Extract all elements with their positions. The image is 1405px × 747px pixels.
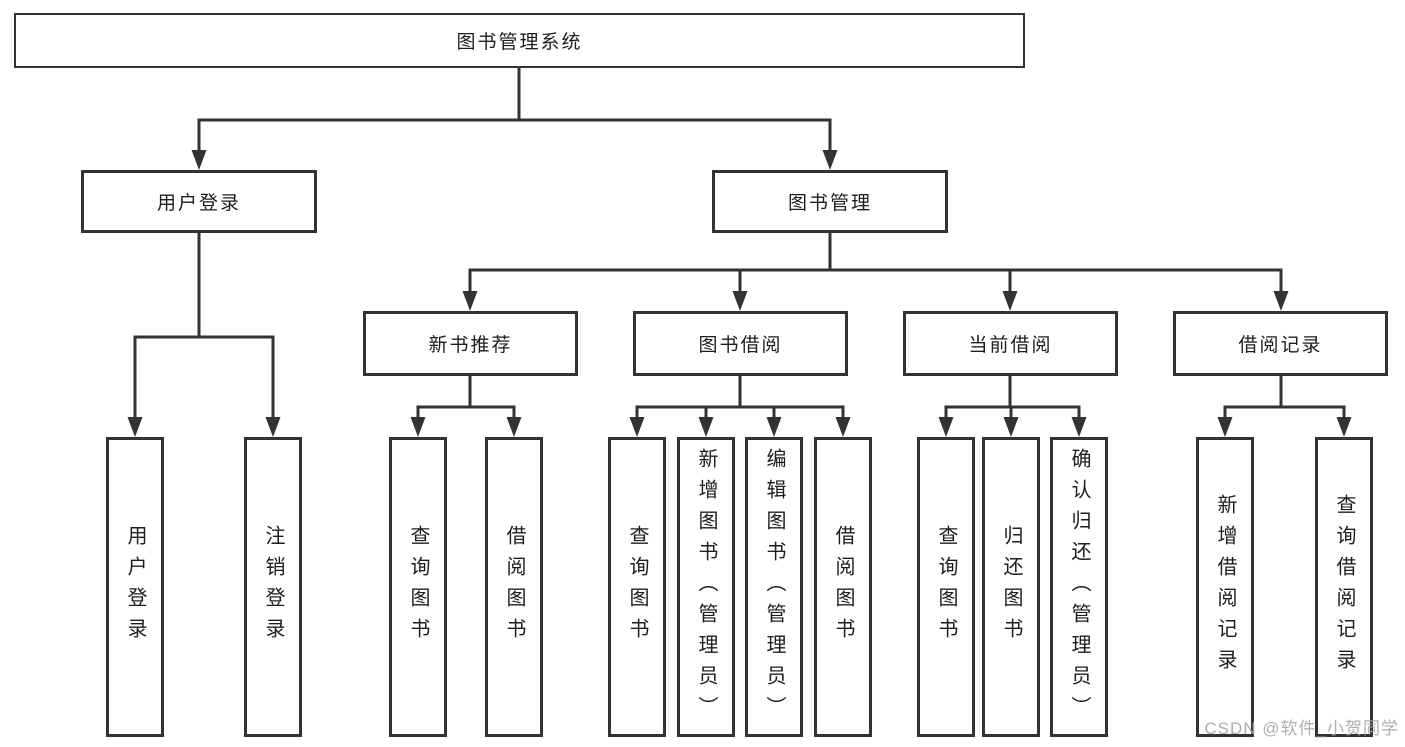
leaf-return-book: 归还图书: [982, 437, 1040, 737]
leaf-label: 注销登录: [262, 525, 284, 649]
arrow-down-icon: [835, 417, 851, 437]
leaf-label: 新增借阅记录: [1214, 494, 1236, 680]
node-borrowing-records: 借阅记录: [1173, 311, 1388, 376]
node-label: 借阅记录: [1238, 335, 1323, 356]
arrow-down-icon: [1002, 291, 1018, 311]
connector-user-login-subtree: [133, 231, 275, 423]
leaf-query-books-recommend: 查询图书: [389, 437, 447, 737]
node-label: 当前借阅: [968, 335, 1053, 356]
leaf-label: 查询图书: [935, 525, 957, 649]
connector-book-management-to-level3: [468, 231, 1283, 299]
arrow-down-icon: [766, 417, 782, 437]
leaf-add-borrow-record: 新增借阅记录: [1196, 437, 1254, 737]
leaf-label: 编辑图书（管理员）: [763, 447, 785, 727]
arrow-down-icon: [938, 417, 954, 437]
node-current-borrowing: 当前借阅: [903, 311, 1118, 376]
connector-root-to-level2: [197, 66, 832, 156]
arrow-down-icon: [506, 417, 522, 437]
arrow-down-icon: [265, 417, 281, 437]
leaf-label: 新增图书（管理员）: [695, 447, 717, 727]
connector-book-borrowing-subtree: [635, 374, 845, 423]
arrow-down-icon: [822, 150, 838, 170]
leaf-query-books-current: 查询图书: [917, 437, 975, 737]
leaf-logout: 注销登录: [244, 437, 302, 737]
arrow-down-icon: [1003, 417, 1019, 437]
leaf-label: 查询图书: [407, 525, 429, 649]
leaf-label: 借阅图书: [832, 525, 854, 649]
node-library-management-system: 图书管理系统: [14, 13, 1025, 68]
arrow-down-icon: [127, 417, 143, 437]
leaf-user-login: 用户登录: [106, 437, 164, 737]
node-label: 图书管理系统: [456, 32, 583, 53]
leaf-add-book-admin: 新增图书（管理员）: [677, 437, 735, 737]
arrow-down-icon: [1071, 417, 1087, 437]
node-book-management: 图书管理: [712, 170, 948, 233]
leaf-query-books-borrowing: 查询图书: [608, 437, 666, 737]
leaf-borrow-books-recommend: 借阅图书: [485, 437, 543, 737]
leaf-label: 借阅图书: [503, 525, 525, 649]
connector-new-book-subtree: [416, 374, 516, 423]
node-label: 图书借阅: [698, 335, 783, 356]
connector-borrowing-records-subtree: [1223, 374, 1346, 423]
arrow-down-icon: [410, 417, 426, 437]
node-new-book-recommend: 新书推荐: [363, 311, 578, 376]
leaf-label: 查询图书: [626, 525, 648, 649]
leaf-borrow-books-borrowing: 借阅图书: [814, 437, 872, 737]
arrow-down-icon: [732, 291, 748, 311]
leaf-label: 用户登录: [124, 525, 146, 649]
leaf-confirm-return-admin: 确认归还（管理员）: [1050, 437, 1108, 737]
arrow-down-icon: [462, 291, 478, 311]
node-user-login: 用户登录: [81, 170, 317, 233]
leaf-label: 查询借阅记录: [1333, 494, 1355, 680]
arrowheads: [127, 150, 1352, 437]
node-label: 用户登录: [156, 193, 241, 214]
leaf-label: 确认归还（管理员）: [1068, 447, 1090, 727]
arrow-down-icon: [1336, 417, 1352, 437]
node-label: 图书管理: [787, 193, 872, 214]
leaf-query-borrow-record: 查询借阅记录: [1315, 437, 1373, 737]
watermark: CSDN @软件_小贺同学: [1204, 719, 1399, 738]
arrow-down-icon: [1273, 291, 1289, 311]
arrow-down-icon: [191, 150, 207, 170]
arrow-down-icon: [629, 417, 645, 437]
arrow-down-icon: [698, 417, 714, 437]
node-label: 新书推荐: [428, 335, 513, 356]
node-book-borrowing: 图书借阅: [633, 311, 848, 376]
arrow-down-icon: [1217, 417, 1233, 437]
leaf-label: 归还图书: [1000, 525, 1022, 649]
leaf-edit-book-admin: 编辑图书（管理员）: [745, 437, 803, 737]
connector-current-borrowing-subtree: [944, 374, 1081, 423]
